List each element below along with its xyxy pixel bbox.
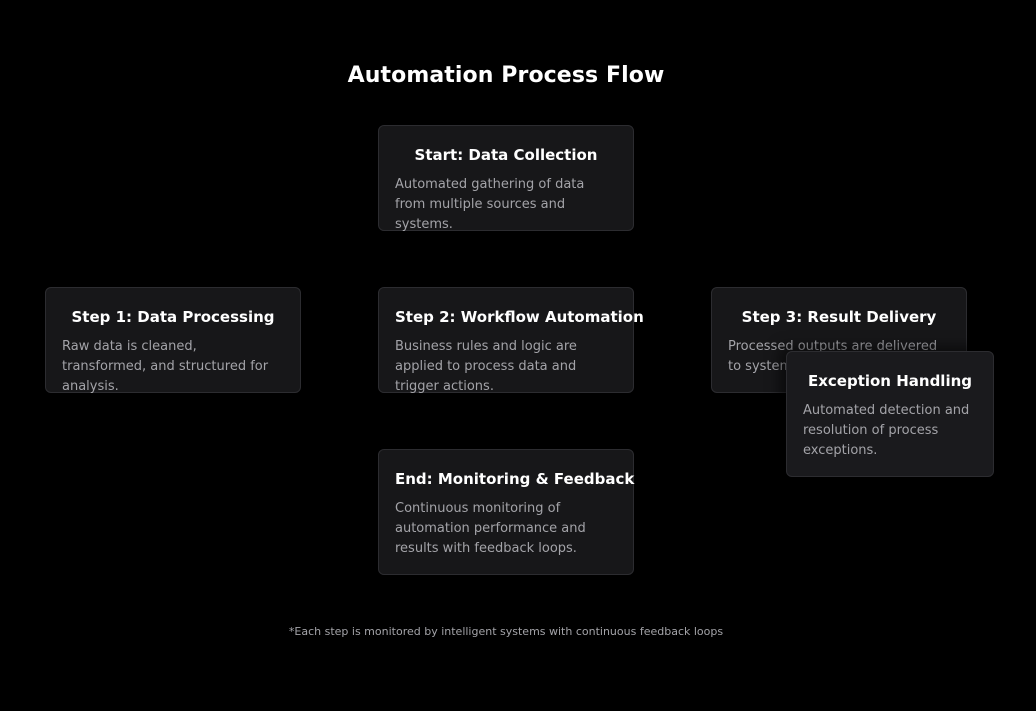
- step1-data-processing-card: Step 1: Data Processing Raw data is clea…: [45, 287, 301, 394]
- page-title: Automation Process Flow: [347, 63, 665, 88]
- card-title: Start: Data Collection: [414, 146, 598, 164]
- card-description: Automated detection and resolution of pr…: [803, 403, 970, 458]
- card-description: Business rules and logic are applied to …: [395, 339, 577, 394]
- card-title: Exception Handling: [807, 372, 973, 390]
- footnote: *Each step is monitored by intelligent s…: [288, 625, 724, 638]
- end-monitoring-feedback-card: End: Monitoring & Feedback Continuous mo…: [378, 449, 634, 575]
- card-title: Step 1: Data Processing: [71, 308, 275, 326]
- step2-workflow-automation-card: Step 2: Workflow Automation Business rul…: [378, 287, 644, 394]
- card-description: Raw data is cleaned, transformed, and st…: [62, 339, 269, 394]
- card-description: Continuous monitoring of automation perf…: [395, 501, 586, 556]
- card-title: Step 2: Workflow Automation: [395, 308, 644, 326]
- start-data-collection-card: Start: Data Collection Automated gatheri…: [378, 125, 634, 232]
- card-title: Step 3: Result Delivery: [741, 308, 937, 326]
- card-description: Automated gathering of data from multipl…: [395, 177, 585, 232]
- card-title: End: Monitoring & Feedback: [395, 470, 635, 488]
- exception-handling-card: Exception Handling Automated detection a…: [786, 351, 994, 477]
